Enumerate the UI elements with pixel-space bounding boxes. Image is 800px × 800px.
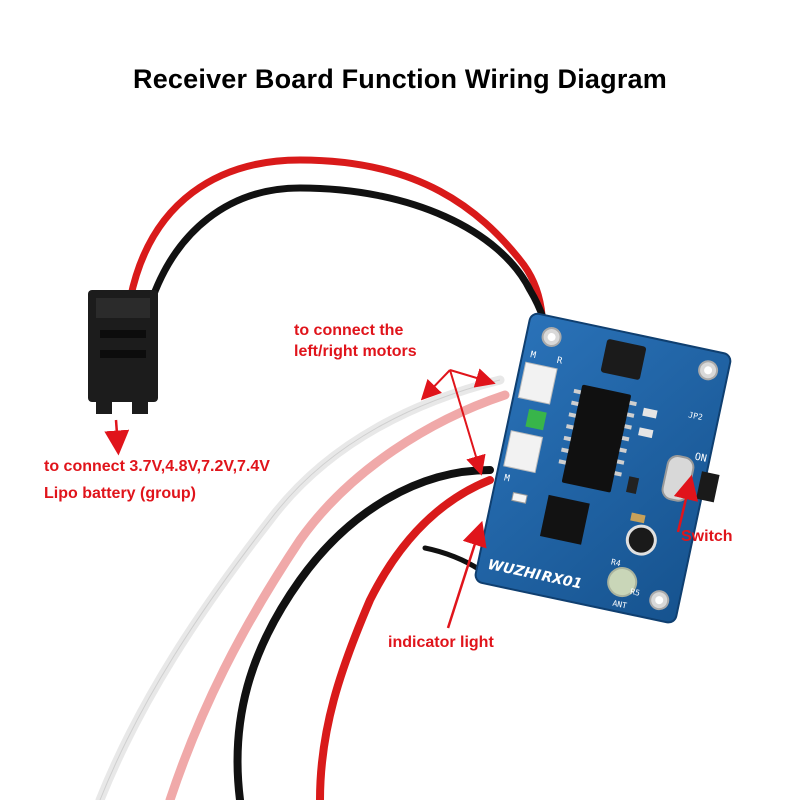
- switch-arrow: [673, 474, 699, 533]
- board-on-text: ON: [694, 452, 708, 465]
- board-ant-text: ANT: [612, 599, 628, 611]
- receiver-pcb: WUZHI RX01 ON JP2 ANT R4 R5 M R M: [474, 312, 732, 624]
- black-wire: [233, 466, 494, 800]
- battery-red-wire: [126, 156, 547, 354]
- motors-label-line1: to connect the: [294, 322, 404, 339]
- motors-arrow-left: [420, 369, 451, 401]
- board-m-left-text: M: [529, 350, 537, 361]
- motors-label-line2: left/right motors: [294, 343, 417, 360]
- indicator-arrow: [446, 520, 487, 629]
- board-r5-text: R5: [629, 587, 640, 598]
- battery-arrow: [104, 419, 130, 456]
- battery-plug: [88, 290, 158, 414]
- pink-wire: [165, 390, 510, 800]
- motors-arrow-down: [449, 369, 486, 476]
- board-m-mid-text: M: [503, 473, 511, 484]
- battery-label-line2: Lipo battery (group): [44, 485, 196, 502]
- switch-label: Switch: [681, 528, 733, 545]
- battery-label-line1: to connect 3.7V,4.8V,7.2V,7.4V: [44, 458, 270, 475]
- indicator-label: indicator light: [388, 634, 494, 651]
- motors-label: to connect the left/right motors: [294, 320, 417, 362]
- white-wire: [95, 375, 505, 800]
- white-wire-outline: [99, 379, 501, 800]
- board-r-top-text: R: [556, 356, 564, 367]
- motors-arrow-right: [449, 368, 496, 388]
- battery-label: to connect 3.7V,4.8V,7.2V,7.4V Lipo batt…: [44, 456, 270, 504]
- red-wire: [316, 476, 494, 800]
- battery-black-wire: [146, 184, 556, 356]
- board-r4-text: R4: [610, 557, 621, 568]
- board-jp2-text: JP2: [687, 410, 703, 422]
- page-title: Receiver Board Function Wiring Diagram: [133, 64, 667, 94]
